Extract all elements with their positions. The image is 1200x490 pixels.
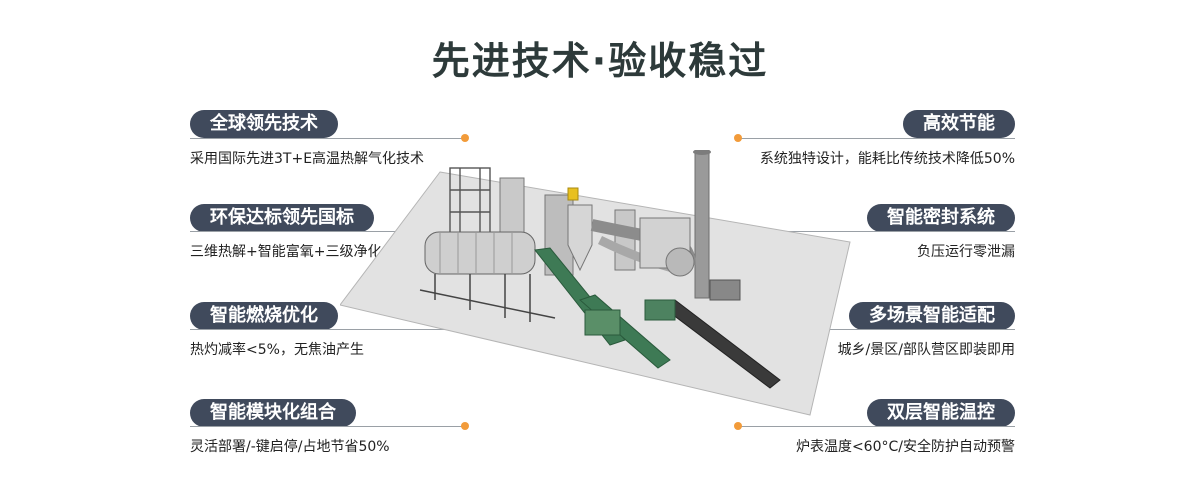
chimney-top bbox=[693, 150, 711, 155]
feature-dot bbox=[461, 134, 469, 142]
filter-tank bbox=[614, 209, 636, 271]
kiln-ribs bbox=[439, 232, 513, 274]
feature-label-modular: 智能模块化组合 bbox=[190, 399, 356, 427]
kiln-legs bbox=[419, 274, 556, 322]
feature-dot bbox=[461, 422, 469, 430]
feature-label-global-tech: 全球领先技术 bbox=[190, 110, 338, 138]
feature-dot bbox=[734, 134, 742, 142]
valve bbox=[567, 187, 579, 201]
feature-desc-temp-control: 炉表温度<60°C/安全防护自动预警 bbox=[795, 439, 1015, 455]
equipment-illustration bbox=[340, 150, 851, 416]
feature-desc-energy-saving: 系统独特设计，能耗比传统技术降低50% bbox=[759, 151, 1015, 167]
feature-desc-global-tech: 采用国际先进3T+E高温热解气化技术 bbox=[190, 151, 425, 167]
feature-desc-modular: 灵活部署/-键启停/占地节省50% bbox=[190, 439, 390, 455]
feature-divider bbox=[190, 231, 465, 232]
feature-divider bbox=[738, 231, 1015, 232]
feature-label-sealing: 智能密封系统 bbox=[867, 204, 1015, 232]
feature-desc-sealing: 负压运行零泄漏 bbox=[917, 244, 1015, 260]
hopper bbox=[584, 309, 621, 336]
page-title: 先进技术·验收稳过 bbox=[431, 39, 769, 83]
feature-label-energy-saving: 高效节能 bbox=[903, 110, 1015, 138]
cyclone bbox=[567, 204, 593, 272]
feature-divider bbox=[190, 138, 465, 139]
feature-dot bbox=[734, 422, 742, 430]
feature-label-temp-control: 双层智能温控 bbox=[867, 399, 1015, 427]
feature-label-multi-scene: 多场景智能适配 bbox=[849, 302, 1015, 330]
kiln bbox=[424, 231, 536, 275]
feature-label-combustion: 智能燃烧优化 bbox=[190, 302, 338, 330]
feature-desc-eco-standard: 三维热解+智能富氧+三级净化 bbox=[190, 244, 382, 260]
feature-desc-combustion: 热灼减率<5%，无焦油产生 bbox=[190, 342, 364, 358]
feature-divider bbox=[738, 138, 1015, 139]
feature-divider bbox=[190, 329, 465, 330]
fan-unit bbox=[709, 279, 741, 301]
feature-label-eco-standard: 环保达标领先国标 bbox=[190, 204, 374, 232]
feature-desc-multi-scene: 城乡/景区/部队营区即装即用 bbox=[837, 342, 1015, 358]
chimney bbox=[694, 150, 710, 299]
feature-divider bbox=[190, 426, 465, 427]
feature-divider bbox=[738, 426, 1015, 427]
hopper bbox=[644, 299, 676, 321]
feature-divider bbox=[738, 329, 1015, 330]
blower bbox=[665, 247, 695, 277]
